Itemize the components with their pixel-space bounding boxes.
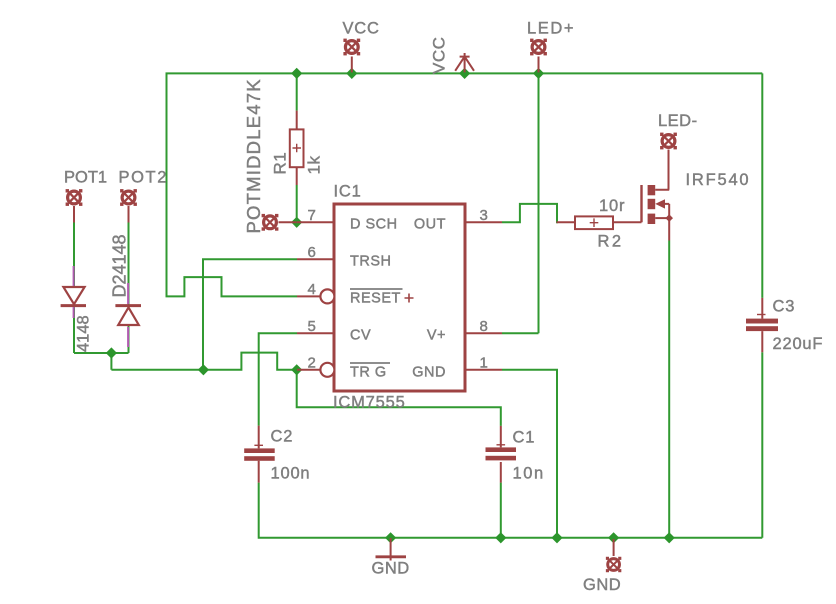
svg-text:VCC: VCC <box>430 37 449 74</box>
svg-text:GND: GND <box>372 560 410 578</box>
svg-text:ICM7555: ICM7555 <box>333 394 406 412</box>
svg-text:IC1: IC1 <box>334 183 362 201</box>
svg-text:CV: CV <box>350 328 371 344</box>
svg-text:TR G: TR G <box>350 365 387 381</box>
svg-text:1: 1 <box>480 355 488 372</box>
svg-text:VCC: VCC <box>343 20 380 38</box>
svg-text:R1: R1 <box>271 152 290 175</box>
svg-text:1k: 1k <box>305 156 324 175</box>
svg-text:8: 8 <box>480 318 488 335</box>
svg-text:OUT: OUT <box>414 217 446 233</box>
svg-text:C1: C1 <box>513 429 536 447</box>
svg-text:D24148: D24148 <box>110 234 130 297</box>
svg-text:TRSH: TRSH <box>350 254 391 270</box>
svg-text:POT2: POT2 <box>119 169 169 187</box>
svg-text:RESET: RESET <box>350 291 401 307</box>
svg-text:7: 7 <box>308 207 316 224</box>
svg-text:4148: 4148 <box>75 315 93 352</box>
svg-text:LED+: LED+ <box>527 20 575 38</box>
svg-text:D SCH: D SCH <box>350 217 398 233</box>
svg-text:10r: 10r <box>599 197 625 215</box>
svg-text:10n: 10n <box>513 465 545 483</box>
svg-text:5: 5 <box>308 318 316 335</box>
svg-text:GND: GND <box>583 576 621 594</box>
svg-text:C3: C3 <box>773 298 796 316</box>
svg-text:POTMIDDLE47K: POTMIDDLE47K <box>243 78 264 233</box>
svg-text:R2: R2 <box>598 233 624 251</box>
svg-text:V+: V+ <box>427 328 446 344</box>
svg-text:3: 3 <box>480 207 488 224</box>
svg-text:GND: GND <box>412 365 446 381</box>
svg-text:220uF: 220uF <box>773 335 824 353</box>
svg-text:100n: 100n <box>271 465 311 483</box>
svg-text:IRF540: IRF540 <box>686 171 751 189</box>
svg-text:C2: C2 <box>271 428 294 446</box>
svg-text:6: 6 <box>308 244 316 261</box>
svg-text:POT1: POT1 <box>64 169 107 187</box>
svg-text:4: 4 <box>308 281 316 298</box>
svg-text:2: 2 <box>308 355 316 372</box>
svg-text:LED-: LED- <box>658 112 698 130</box>
